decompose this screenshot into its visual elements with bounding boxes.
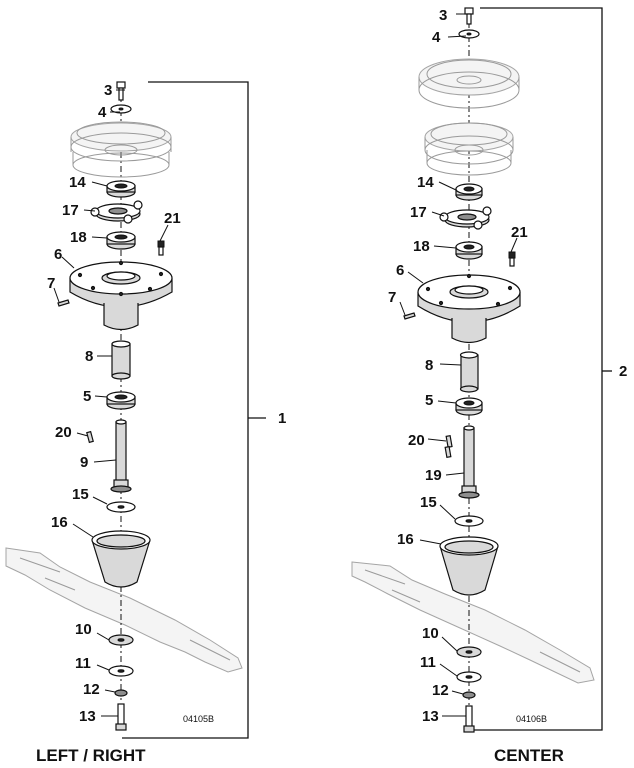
callout-center-12: 12 xyxy=(432,682,449,699)
callout-center-17: 17 xyxy=(410,204,427,221)
bearing-lower-center xyxy=(455,397,483,416)
callouts-left: 3 4 14 17 21 18 6 7 8 5 20 9 15 16 10 11… xyxy=(47,82,286,725)
callout-center-19: 19 xyxy=(425,467,442,484)
spindle-housing-left xyxy=(69,260,173,331)
blade-left xyxy=(5,547,243,673)
bracket-center xyxy=(439,206,492,230)
bearing-lower-left xyxy=(106,391,136,410)
caption-left: LEFT / RIGHT xyxy=(36,746,146,765)
bearing-middle-left xyxy=(106,231,136,250)
bearing-middle-center xyxy=(455,241,483,260)
callout-center-20: 20 xyxy=(408,432,425,449)
pulley-left xyxy=(70,121,172,178)
leader-lines-left xyxy=(53,89,169,717)
callout-center-16: 16 xyxy=(397,531,414,548)
spacer-sleeve-center xyxy=(459,351,479,393)
pin-center xyxy=(403,312,416,320)
drawing-code-center: 04106B xyxy=(516,714,547,724)
callout-left-6: 6 xyxy=(54,246,62,263)
assembly-number-center: 2 xyxy=(619,363,627,380)
callout-center-7: 7 xyxy=(388,289,396,306)
key-center-a xyxy=(445,435,453,448)
key-left xyxy=(86,430,94,444)
callout-left-10: 10 xyxy=(75,621,92,638)
callout-center-21: 21 xyxy=(511,224,528,241)
shaft-left xyxy=(110,419,132,493)
callout-left-20: 20 xyxy=(55,424,72,441)
center-assembly: 3 4 14 17 18 21 6 7 8 5 20 19 15 16 10 1… xyxy=(351,7,627,765)
bearing-upper-left xyxy=(106,180,136,198)
grease-fitting-center xyxy=(508,251,516,267)
callout-left-4: 4 xyxy=(98,104,107,121)
bearing-upper-center xyxy=(455,183,483,201)
callout-center-5: 5 xyxy=(425,392,433,409)
assembly-bracket-center xyxy=(474,7,603,731)
callout-left-17: 17 xyxy=(62,202,79,219)
callout-center-13: 13 xyxy=(422,708,439,725)
callout-center-4: 4 xyxy=(432,29,441,46)
callout-left-15: 15 xyxy=(72,486,89,503)
bolt-bottom-left xyxy=(115,703,127,731)
callout-left-21: 21 xyxy=(164,210,181,227)
bolt-top-center xyxy=(464,7,474,25)
bolt-bottom-center xyxy=(463,705,475,733)
drawing-code-left: 04105B xyxy=(183,714,214,724)
nut-left xyxy=(114,689,128,697)
bracket-left xyxy=(90,200,143,224)
callout-center-8: 8 xyxy=(425,357,433,374)
grease-fitting-left xyxy=(157,240,165,256)
callout-left-9: 9 xyxy=(80,454,88,471)
callout-center-10: 10 xyxy=(422,625,439,642)
callout-left-7: 7 xyxy=(47,275,55,292)
pulley-lower-center xyxy=(424,122,514,176)
callout-left-18: 18 xyxy=(70,229,87,246)
callout-center-3: 3 xyxy=(439,7,447,24)
callout-left-14: 14 xyxy=(69,174,86,191)
callout-center-11: 11 xyxy=(420,654,436,671)
caption-center: CENTER xyxy=(494,746,564,765)
bolt-top-left xyxy=(116,81,126,101)
blade-cup-left xyxy=(91,530,151,588)
blade-center xyxy=(351,561,595,684)
spacer-sleeve-left xyxy=(111,340,131,380)
callout-left-12: 12 xyxy=(83,681,100,698)
shaft-center xyxy=(458,425,480,499)
callout-left-8: 8 xyxy=(85,348,93,365)
assembly-bracket-left xyxy=(122,81,249,739)
assembly-number-left: 1 xyxy=(278,410,286,427)
spindle-housing-center xyxy=(417,273,521,344)
left-right-assembly: 3 4 14 17 21 18 6 7 8 5 20 9 15 16 10 11… xyxy=(5,81,286,765)
key-center-b xyxy=(444,446,452,458)
leader-lines-center xyxy=(399,13,518,717)
callout-left-5: 5 xyxy=(83,388,91,405)
callout-left-11: 11 xyxy=(75,655,91,672)
callout-center-18: 18 xyxy=(413,238,430,255)
callout-left-13: 13 xyxy=(79,708,96,725)
callout-left-3: 3 xyxy=(104,82,112,99)
callout-center-15: 15 xyxy=(420,494,437,511)
pin-left xyxy=(57,299,70,307)
callout-left-16: 16 xyxy=(51,514,68,531)
callout-center-6: 6 xyxy=(396,262,404,279)
callouts-center: 3 4 14 17 18 21 6 7 8 5 20 19 15 16 10 1… xyxy=(388,7,627,725)
nut-center xyxy=(462,691,476,699)
callout-center-14: 14 xyxy=(417,174,434,191)
blade-cup-center xyxy=(439,536,499,596)
pulley-upper-center xyxy=(418,58,520,109)
